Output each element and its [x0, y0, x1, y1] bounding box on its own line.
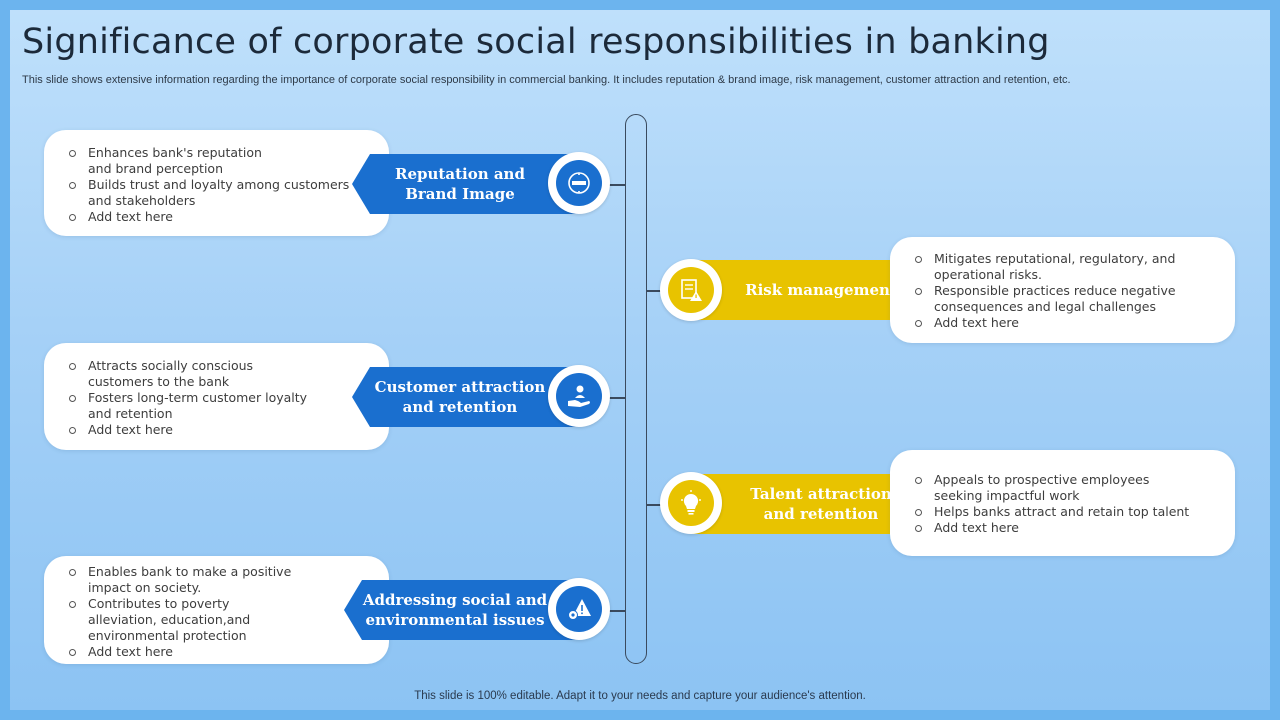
badge-reputation	[548, 152, 610, 214]
list-item: Add text here	[62, 209, 375, 225]
card-risk: Mitigates reputational, regulatory, and …	[890, 237, 1235, 343]
label-reputation: Reputation and Brand Image	[352, 154, 580, 214]
label-line: Reputation and	[395, 165, 525, 183]
label-risk: Risk management	[690, 260, 926, 320]
label-line: Talent attraction	[750, 485, 892, 503]
label-line: Customer attraction	[374, 378, 546, 396]
list-item: Mitigates reputational, regulatory, and …	[908, 251, 1217, 283]
slide: Significance of corporate social respons…	[10, 10, 1270, 710]
badge-risk	[660, 259, 722, 321]
card-customer: Attracts socially conscious customers to…	[44, 343, 389, 450]
card-social: Enables bank to make a positive impact o…	[44, 556, 389, 664]
card-talent: Appeals to prospective employees seeking…	[890, 450, 1235, 556]
lightbulb-icon	[681, 490, 701, 515]
list-item: Fosters long-term customer loyalty and r…	[62, 390, 317, 422]
list-item: Enables bank to make a positive impact o…	[62, 564, 324, 596]
page-subtitle: This slide shows extensive information r…	[22, 74, 1071, 86]
list-item: Builds trust and loyalty among customers…	[62, 177, 375, 209]
list-item: Enhances bank's reputation and brand per…	[62, 145, 282, 177]
badge-social	[548, 578, 610, 640]
footer-note: This slide is 100% editable. Adapt it to…	[414, 690, 866, 702]
label-customer: Customer attraction and retention	[352, 367, 580, 427]
connector-reputation	[608, 184, 626, 186]
label-line: and retention	[402, 398, 518, 416]
hand-person-icon	[568, 385, 590, 407]
list-item: Appeals to prospective employees seeking…	[908, 472, 1158, 504]
badge-talent	[660, 472, 722, 534]
list-item: Contributes to poverty alleviation, educ…	[62, 596, 287, 644]
page-title: Significance of corporate social respons…	[22, 22, 1050, 62]
list-item: Attracts socially conscious customers to…	[62, 358, 317, 390]
list-item: Add text here	[62, 644, 375, 660]
connector-customer	[608, 397, 626, 399]
label-line: Addressing social and	[362, 591, 548, 609]
label-talent: Talent attraction and retention	[690, 474, 926, 534]
label-social: Addressing social and environmental issu…	[344, 580, 580, 640]
timeline-spine	[625, 114, 647, 664]
list-item: Add text here	[908, 520, 1217, 536]
list-item: Add text here	[62, 422, 375, 438]
badge-customer	[548, 365, 610, 427]
label-line: and retention	[763, 505, 879, 523]
risk-document-icon	[681, 279, 702, 301]
gear-warning-icon	[568, 599, 591, 620]
list-item: Responsible practices reduce negative co…	[908, 283, 1217, 315]
label-line: Risk management	[745, 281, 897, 299]
label-line: Brand Image	[405, 185, 515, 203]
list-item: Helps banks attract and retain top talen…	[908, 504, 1217, 520]
brand-icon	[568, 172, 590, 194]
connector-talent	[646, 504, 666, 506]
label-line: environmental issues	[365, 611, 545, 629]
connector-risk	[646, 290, 666, 292]
connector-social	[608, 610, 626, 612]
card-reputation: Enhances bank's reputation and brand per…	[44, 130, 389, 236]
list-item: Add text here	[908, 315, 1217, 331]
